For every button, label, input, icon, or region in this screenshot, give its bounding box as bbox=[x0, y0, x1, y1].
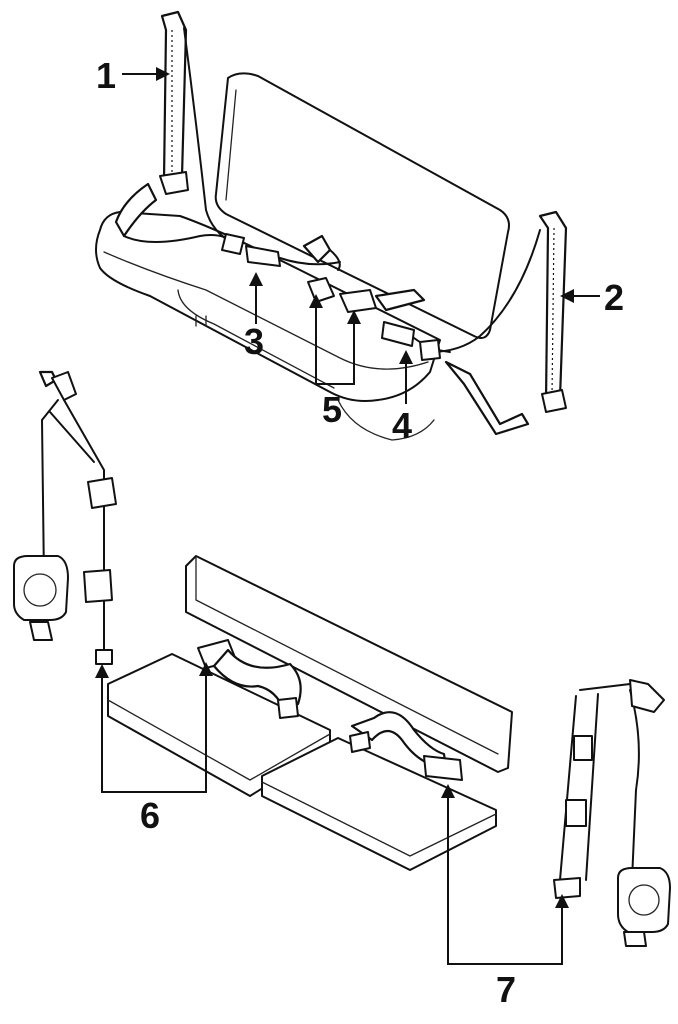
part-1-front-left-belt-assembly bbox=[114, 10, 245, 255]
callout-2: 2 bbox=[604, 277, 624, 318]
front-bench-seat bbox=[95, 72, 510, 441]
callout-3: 3 bbox=[244, 321, 264, 362]
part-5-center-buckles bbox=[302, 234, 426, 313]
callout-6: 6 bbox=[140, 795, 160, 836]
rear-bench-seat bbox=[107, 555, 513, 871]
callout-1: 1 bbox=[96, 55, 116, 96]
callout-7: 7 bbox=[496, 969, 516, 1010]
part-3-front-latch bbox=[245, 245, 341, 267]
callout-5: 5 bbox=[322, 389, 342, 430]
leader-lines bbox=[95, 67, 600, 965]
part-7-rear-right-belt-assembly bbox=[349, 679, 671, 947]
part-6-rear-left-belt-assembly bbox=[13, 370, 302, 719]
callout-4: 4 bbox=[392, 405, 412, 446]
part-2-front-right-belt-assembly bbox=[419, 210, 568, 436]
